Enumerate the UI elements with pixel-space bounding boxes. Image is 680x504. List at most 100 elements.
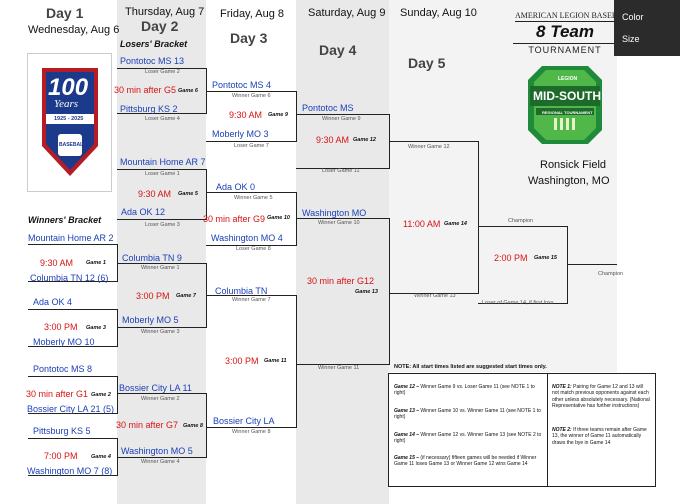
day1-title: Day 1 xyxy=(46,5,84,21)
g11-time: 3:00 PM xyxy=(225,356,259,366)
champion-line xyxy=(567,264,617,265)
menu-item-color[interactable]: Color xyxy=(622,12,644,22)
note-game15: Game 15 – (if necessary) fifteen games w… xyxy=(394,455,542,468)
game9-bracket xyxy=(206,91,297,142)
g7-top-sub: Winner Game 1 xyxy=(141,265,180,271)
venue-city: Washington, MO xyxy=(528,175,610,187)
g1-time: 9:30 AM xyxy=(40,258,74,268)
note-game12-label: Game 12 – xyxy=(394,384,420,390)
g6-label: Game 6 xyxy=(178,88,198,94)
g14-time: 11:00 AM xyxy=(403,219,441,229)
g1-bottom-team[interactable]: Columbia TN 12 (6) xyxy=(30,273,109,283)
venue-name: Ronsick Field xyxy=(540,159,607,171)
g1-top-team[interactable]: Mountain Home AR 2 xyxy=(28,233,114,243)
g12-top-team[interactable]: Pontotoc MS xyxy=(302,103,354,113)
g2-top-team[interactable]: Pontotoc MS 8 xyxy=(33,364,93,374)
g9-top-team[interactable]: Pontotoc MS 4 xyxy=(212,80,272,90)
g3-top-team[interactable]: Ada OK 4 xyxy=(33,297,73,307)
g3-bottom-team[interactable]: Moberly MO 10 xyxy=(33,337,95,347)
game15-bracket xyxy=(478,226,568,304)
g7-bottom-sub: Winner Game 3 xyxy=(141,329,180,335)
g14-label: Game 14 xyxy=(444,221,467,227)
day2-date: Thursday, Aug 7 xyxy=(125,6,205,18)
g10-bottom-team[interactable]: Washington MO 4 xyxy=(211,233,283,243)
g13-top-sub: Winner Game 10 xyxy=(318,220,360,226)
game3-bracket xyxy=(28,309,118,347)
g2-bottom-team[interactable]: Bossier City LA 21 (5) xyxy=(27,404,115,414)
note-2-label: NOTE 2: xyxy=(552,427,572,433)
g11-bottom-team[interactable]: Bossier City LA xyxy=(213,416,275,426)
mid-south-emblem-icon xyxy=(528,66,602,144)
g10-top-sub: Winner Game 5 xyxy=(234,195,273,201)
g7-bottom-team[interactable]: Moberly MO 5 xyxy=(122,315,179,325)
legion-small: LEGION xyxy=(558,76,578,82)
context-menu: Color Size xyxy=(614,0,680,56)
g10-time: 30 min after G9 xyxy=(203,214,266,224)
logo-baseball: BASEBALL xyxy=(59,142,87,148)
game8-bracket xyxy=(117,393,207,458)
g7-label: Game 7 xyxy=(176,293,196,299)
g8-bottom-sub: Winner Game 4 xyxy=(141,459,180,465)
team-count: 8 Team xyxy=(536,22,594,41)
g8-time: 30 min after G7 xyxy=(116,420,179,430)
g7-time: 3:00 PM xyxy=(136,291,170,301)
day5-column-bg xyxy=(389,0,617,372)
day1-date: Wednesday, Aug 6 xyxy=(28,24,120,36)
g6-bottom-team[interactable]: Pittsburg KS 2 xyxy=(120,104,178,114)
note-game12-text: Winner Game 9 vs. Loser Game 11 (see NOT… xyxy=(394,384,535,397)
g6-bottom-sub: Loser Game 4 xyxy=(145,116,180,122)
g8-top-sub: Winner Game 2 xyxy=(141,396,180,402)
g5-time: 9:30 AM xyxy=(138,189,172,199)
g9-bottom-team[interactable]: Moberly MO 3 xyxy=(212,129,269,139)
g11-label: Game 11 xyxy=(264,358,287,364)
g5-top-sub: Loser Game 1 xyxy=(145,171,180,177)
g13-top-team[interactable]: Washington MO xyxy=(302,208,367,218)
g1-label: Game 1 xyxy=(86,260,106,266)
g13-time: 30 min after G12 xyxy=(307,276,375,286)
g7-top-team[interactable]: Columbia TN 9 xyxy=(122,253,182,263)
g15-time: 2:00 PM xyxy=(494,253,528,263)
g4-label: Game 4 xyxy=(91,454,111,460)
mid-south-title: MID-SOUTH xyxy=(533,89,601,103)
tournament-word: TOURNAMENT xyxy=(513,43,617,55)
winners-bracket-title: Winners' Bracket xyxy=(28,215,102,225)
game2-bracket xyxy=(28,376,118,414)
g12-bottom-sub: Loser Game 11 xyxy=(322,168,360,174)
g4-time: 7:00 PM xyxy=(44,451,78,461)
g4-top-team[interactable]: Pittsburg KS 5 xyxy=(33,426,91,436)
game14-bracket xyxy=(389,141,479,294)
g6-top-sub: Loser Game 2 xyxy=(145,69,180,75)
note-game12: Game 12 – Winner Game 9 vs. Loser Game 1… xyxy=(394,384,542,397)
g5-bottom-team[interactable]: Ada OK 12 xyxy=(121,207,166,217)
g2-time: 30 min after G1 xyxy=(26,389,89,399)
g8-top-team[interactable]: Bossier City LA 11 xyxy=(119,383,192,393)
g6-top-team[interactable]: Pontotoc MS 13 xyxy=(120,56,185,66)
g9-top-sub: Winner Game 6 xyxy=(232,93,271,99)
note-game13-label: Game 13 – xyxy=(394,408,420,414)
g12-top-sub: Winner Game 9 xyxy=(322,116,361,122)
logo-years: Years xyxy=(54,98,79,110)
g2-label: Game 2 xyxy=(91,392,111,398)
g6-time: 30 min after G5 xyxy=(114,85,177,95)
g4-bottom-team[interactable]: Washington MO 7 (8) xyxy=(27,466,113,476)
note-game14-label: Game 14 – xyxy=(394,432,420,438)
mid-south-subtitle: REGIONAL TOURNAMENT xyxy=(542,110,593,115)
g5-top-team[interactable]: Mountain Home AR 7 xyxy=(120,157,206,167)
day2-column-bg xyxy=(117,0,206,504)
note-1: NOTE 1: Pairing for Game 12 and 13 will … xyxy=(552,384,650,409)
menu-item-size[interactable]: Size xyxy=(622,34,640,44)
day5-date: Sunday, Aug 10 xyxy=(400,7,477,19)
note-1-text: Pairing for Game 12 and 13 will not matc… xyxy=(552,384,650,409)
g5-label: Game 5 xyxy=(178,191,198,197)
note-1-label: NOTE 1: xyxy=(552,384,572,390)
logo-100: 100 xyxy=(48,74,89,101)
g14-bottom-sub: Winner Game 13 xyxy=(414,293,456,299)
logo-year-range: 1925 - 2025 xyxy=(54,116,84,122)
shield-icon xyxy=(42,68,98,176)
g8-bottom-team[interactable]: Washington MO 5 xyxy=(121,446,193,456)
g9-label: Game 9 xyxy=(268,112,288,118)
g10-top-team[interactable]: Ada OK 0 xyxy=(216,182,256,192)
g11-top-team[interactable]: Columbia TN xyxy=(215,286,268,296)
notes-divider xyxy=(547,374,548,486)
note-game13: Game 13 – Winner Game 10 vs. Winner Game… xyxy=(394,408,542,421)
